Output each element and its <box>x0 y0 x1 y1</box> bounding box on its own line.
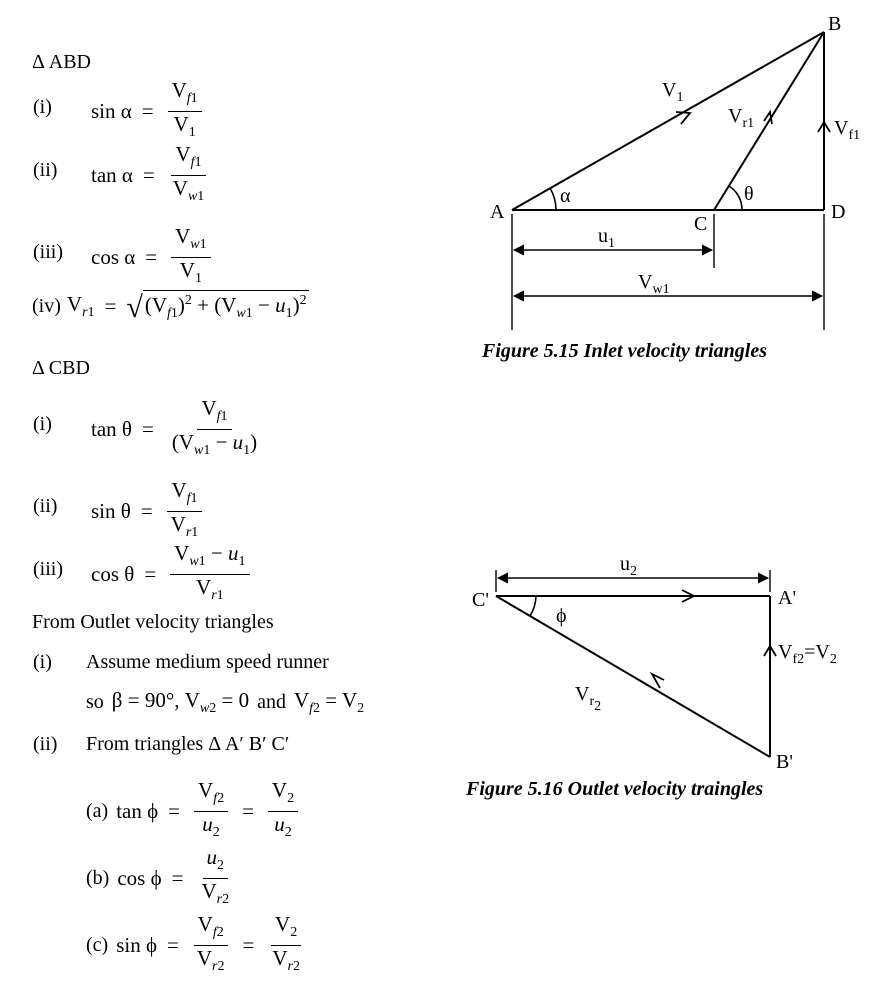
item-num: (c) <box>86 934 109 956</box>
line-bc <box>495 595 771 758</box>
item-num: (b) <box>86 867 110 889</box>
line-cb <box>713 31 825 211</box>
label-b: B <box>828 13 841 35</box>
from-triangles-text: From triangles Δ A′ B′ C′ <box>86 733 290 755</box>
and-text: and <box>257 691 286 713</box>
item-num: (ii) <box>33 159 58 181</box>
equation-tan-theta: tan θ= Vf1(Vw1 − u1) <box>91 396 258 458</box>
so-text: so <box>86 691 104 713</box>
item-num: (i) <box>33 96 52 118</box>
arrow-ca <box>681 589 697 603</box>
item-num: (i) <box>33 651 52 673</box>
item-num: (ii) <box>33 733 58 755</box>
equation-beta: so β = 90°, Vw2 = 0 and Vf2 = V2 <box>86 688 365 716</box>
label-alpha: α <box>560 185 571 207</box>
label-b-prime: B' <box>776 751 793 773</box>
item-num: (i) <box>33 413 52 435</box>
label-vf1: Vf1 <box>834 117 860 143</box>
label-c: C <box>694 213 707 235</box>
angle-phi-arc <box>529 595 537 617</box>
label-vr2: Vr2 <box>575 683 601 714</box>
label-vf2: Vf2=V2 <box>778 641 837 667</box>
label-theta: θ <box>744 183 754 205</box>
heading-outlet: From Outlet velocity triangles <box>32 611 274 633</box>
inlet-velocity-triangle-diagram: A B C D α θ V1 Vr1 Vf1 u1 Vw1 <box>490 13 860 330</box>
arrow-v1 <box>675 111 692 125</box>
label-phi: ϕ <box>556 605 567 627</box>
label-c-prime: C' <box>472 589 489 611</box>
label-u1: u1 <box>598 225 615 251</box>
item-num: (ii) <box>33 495 58 517</box>
angle-alpha-arc <box>549 187 557 211</box>
arrow-vf2 <box>763 644 777 657</box>
arrow-vr1 <box>763 109 773 125</box>
arrow-vf1 <box>817 120 831 133</box>
label-d: D <box>831 201 845 223</box>
item-num: (a) <box>86 800 109 822</box>
label-a: A <box>490 201 505 223</box>
arrow-vr2 <box>649 671 665 689</box>
item-num: (iv) <box>32 294 61 317</box>
angle-theta-arc <box>728 185 743 211</box>
label-a-prime: A' <box>778 587 796 609</box>
outlet-velocity-triangle-diagram: C' A' B' ϕ u2 Vr2 Vf2=V2 <box>472 553 837 773</box>
line-ab <box>511 31 825 211</box>
label-vw1: Vw1 <box>638 271 670 297</box>
label-u2: u2 <box>620 553 637 579</box>
item-num: (iii) <box>33 241 63 263</box>
item-num: (iii) <box>33 558 63 580</box>
heading-cbd: Δ CBD <box>32 357 90 379</box>
figure-caption-inlet: Figure 5.15 Inlet velocity triangles <box>482 340 767 362</box>
figure-caption-outlet: Figure 5.16 Outlet velocity traingles <box>466 778 764 800</box>
label-v1: V1 <box>662 79 683 105</box>
label-vr1: Vr1 <box>728 105 754 131</box>
heading-abd: Δ ABD <box>32 51 91 73</box>
assume-text: Assume medium speed runner <box>86 651 329 673</box>
equation-vr1: (iv) Vr1= √(Vf1)2 + (Vw1 − u1)2 <box>32 290 309 324</box>
